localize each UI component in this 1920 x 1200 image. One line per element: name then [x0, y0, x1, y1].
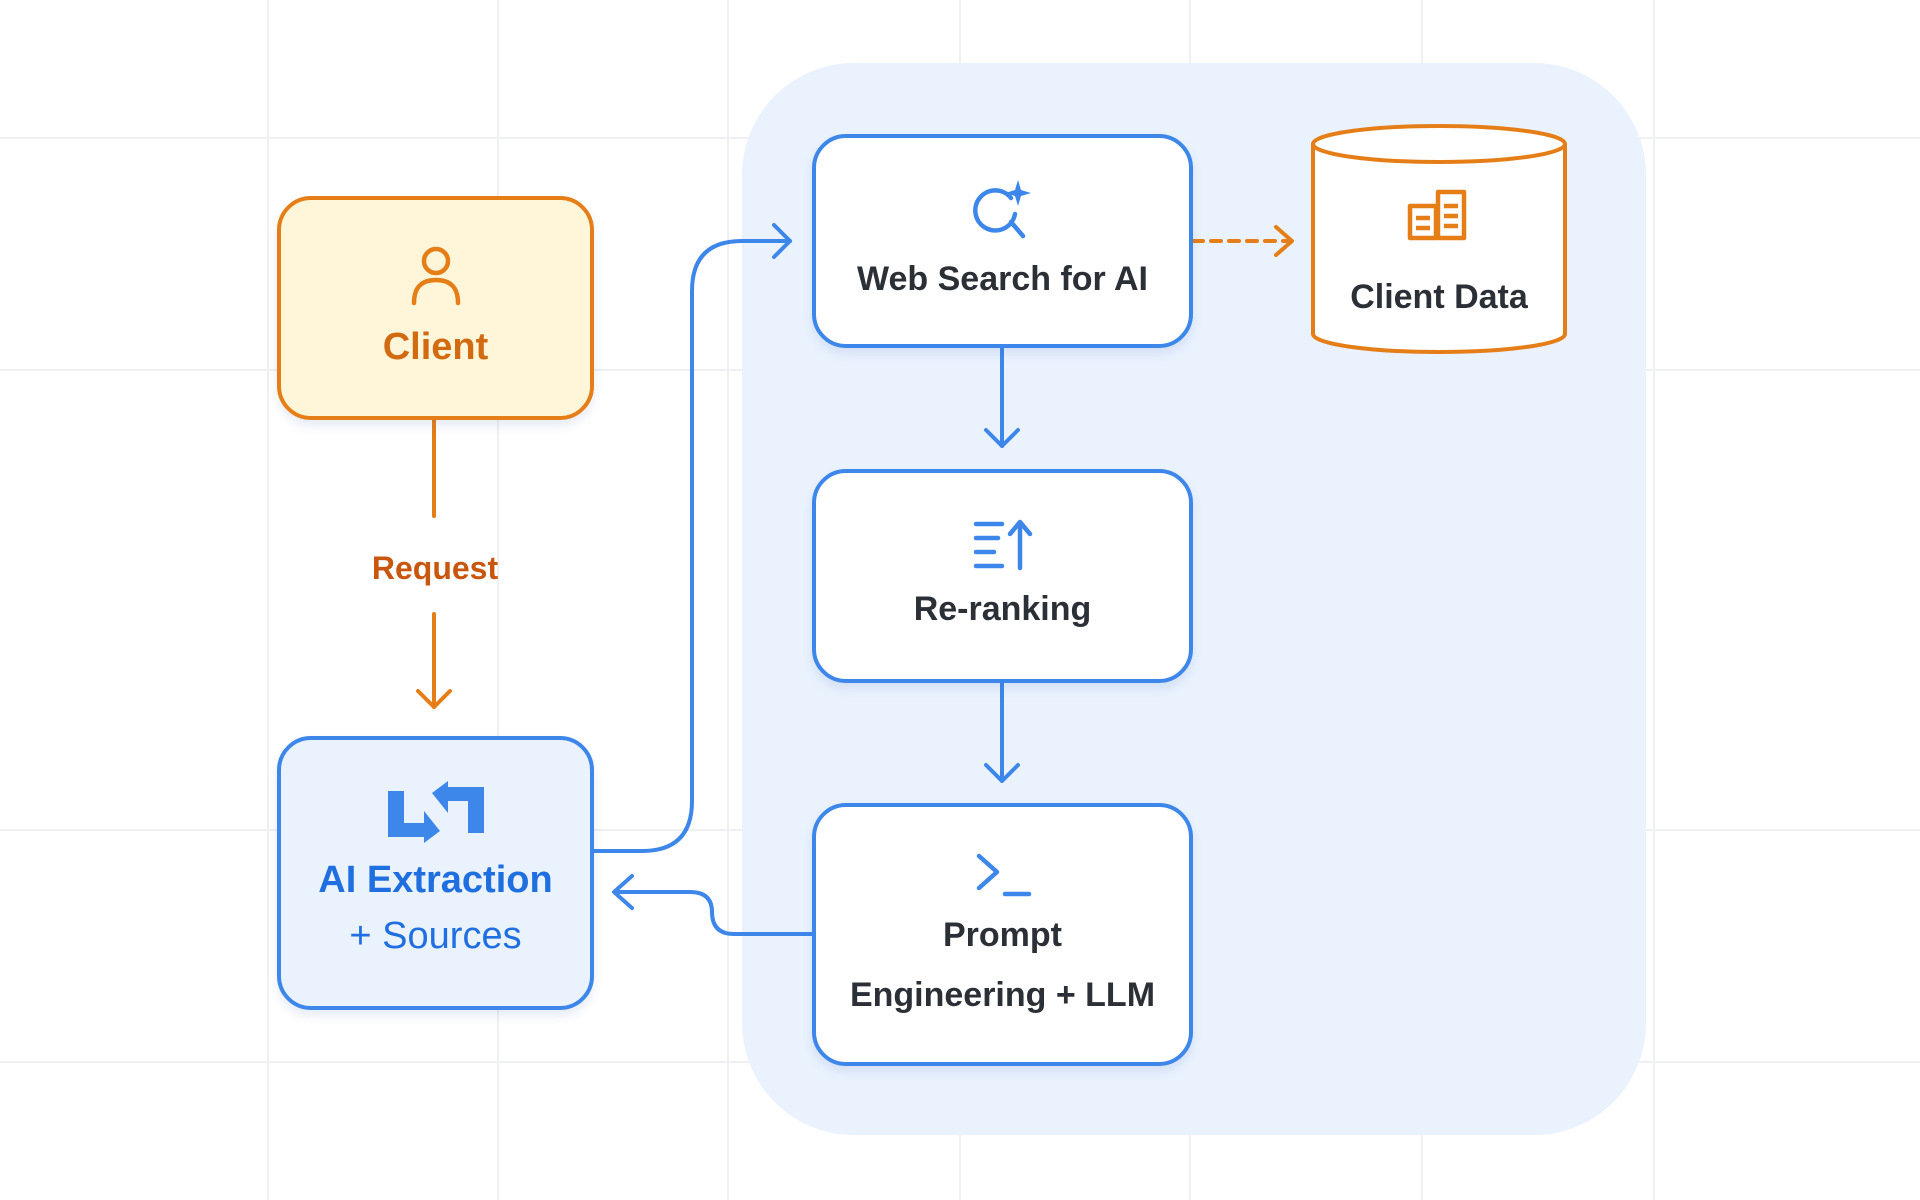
user-icon [411, 246, 460, 306]
ai-extraction-node[interactable]: AI Extraction + Sources [277, 736, 594, 1010]
client-label: Client [382, 326, 489, 368]
arrowhead-rerank [984, 428, 1020, 448]
prompt-label-line1: Prompt [943, 915, 1062, 954]
edge-label-request: Request [371, 550, 499, 586]
reranking-node[interactable]: Re-ranking [812, 469, 1193, 683]
sort-list-icon [973, 519, 1032, 571]
arrowhead-extraction [612, 874, 634, 910]
reranking-label: Re-ranking [913, 590, 1092, 628]
client-data-node[interactable]: Client Data [1311, 122, 1567, 362]
terminal-prompt-icon [976, 853, 1031, 896]
edge-extraction-to-websearch [592, 239, 792, 853]
client-data-label: Client Data [1350, 278, 1528, 316]
prompt-label-line2: Engineering + LLM [849, 975, 1156, 1014]
database-cylinder-shape [1311, 124, 1567, 354]
arrowhead-prompt [984, 763, 1020, 783]
arrowhead-websearch [772, 223, 792, 259]
edge-prompt-to-extraction [614, 890, 814, 936]
arrowhead-request [416, 689, 452, 709]
prompt-llm-node[interactable]: Prompt Engineering + LLM [812, 803, 1193, 1066]
web-search-label: Web Search for AI [857, 260, 1148, 298]
sparkle-search-icon [972, 180, 1031, 239]
swap-arrows-icon [387, 781, 484, 843]
database-table-icon [1407, 189, 1467, 241]
ai-extraction-subtitle: + Sources [349, 915, 522, 957]
client-node[interactable]: Client [277, 196, 594, 420]
web-search-node[interactable]: Web Search for AI [812, 134, 1193, 348]
ai-extraction-title: AI Extraction [318, 859, 553, 901]
arrowhead-clientdata [1274, 225, 1294, 257]
